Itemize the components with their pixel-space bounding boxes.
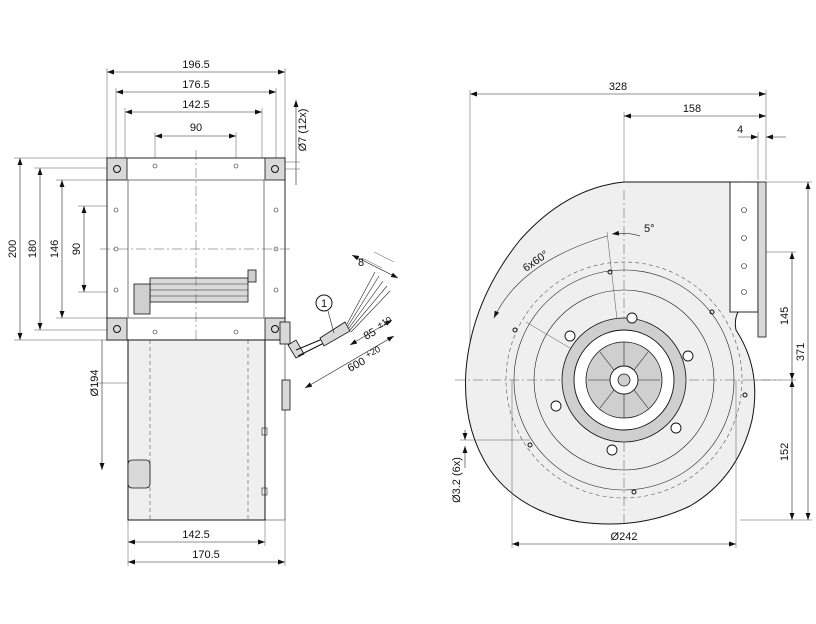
dim-overall-height: 200 [7,240,19,258]
dim-overall-width: 196.5 [182,59,210,71]
dim-lead-strip: 8 [358,257,364,269]
mount-hole-dim: Ø7 (12x) [285,100,309,185]
impeller-through-outlet [133,269,257,315]
dim-hole-spacing-v: 146 [49,240,61,258]
dim-flange-thickness: 4 [737,124,743,136]
dim-outlet-height: 90 [71,243,83,255]
dim-flange-width: 176.5 [182,79,210,91]
dim-outlet-width: 90 [190,122,202,134]
dim-center-height: 152 [779,443,791,461]
dim-rotation-angle: 5° [644,223,655,235]
flange-diameter-dim: Ø242 [511,380,737,548]
cable-leads: 8 85 ±10 600 +20 1 [279,251,399,389]
side-left-dimensions: 200 180 146 90 [7,157,116,341]
front-view: 328 158 4 145 371 152 [451,81,812,548]
dim-front-overall-width: 328 [609,81,627,93]
flange-fix-holes [512,269,748,495]
callout-marker: 1 [321,298,327,310]
fix-hole-dim: Ø3.2 (6x) [451,430,530,503]
dim-lead-short: 85 [362,326,378,342]
scroll-housing-side [127,339,291,521]
dim-housing-diameter: Ø194 [89,370,101,397]
motor-hub [550,312,694,456]
dim-lead-long-tol: +20 [364,344,382,360]
dim-mount-hole: Ø7 (12x) [297,109,309,152]
dim-base-overall: 170.5 [192,549,220,561]
dim-fix-holes: Ø3.2 (6x) [451,457,463,503]
dim-lead-short-tol: ±10 [375,314,393,330]
dim-front-overall-height: 371 [795,343,807,361]
dim-hole-spacing-h: 142.5 [182,99,210,111]
dim-flange-diameter: Ø242 [611,531,638,543]
side-bottom-dimensions: 142.5 170.5 [127,520,286,566]
dim-front-outlet-height: 145 [779,307,791,325]
housing-diameter-dim: Ø194 [89,340,128,470]
front-right-dimensions: 145 371 152 [740,181,812,521]
dim-lead-long: 600 [346,355,368,374]
dim-outlet-offset: 158 [683,103,701,115]
dim-flange-height: 180 [27,240,39,258]
dim-base-width: 142.5 [182,529,210,541]
side-view: 196.5 176.5 142.5 90 200 180 146 90 [7,59,399,566]
side-top-dimensions: 196.5 176.5 142.5 90 [106,59,286,158]
